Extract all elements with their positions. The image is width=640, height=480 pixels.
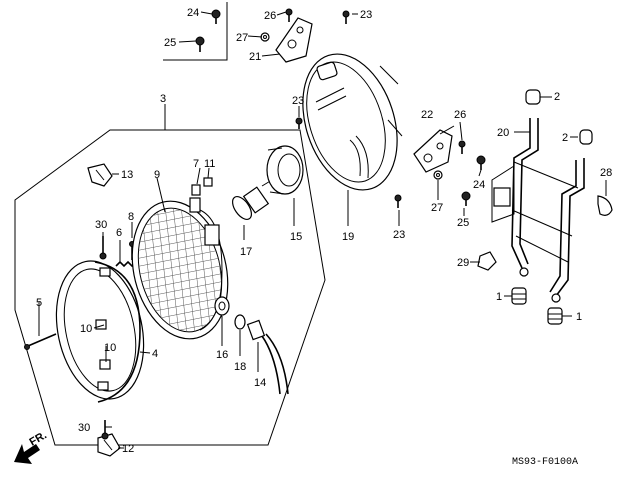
callout-11: 11 bbox=[204, 158, 215, 170]
bolt-26-left bbox=[285, 8, 293, 22]
lens-grid-line bbox=[129, 255, 231, 277]
clip-upper bbox=[87, 163, 113, 187]
stay-grommet-top-left bbox=[525, 89, 541, 105]
callout-10: 10 bbox=[80, 323, 92, 335]
lens-grid-line bbox=[187, 199, 205, 341]
headlight-bulb bbox=[231, 179, 273, 220]
bolt-25-right bbox=[461, 191, 471, 206]
callout-20: 20 bbox=[497, 127, 509, 139]
socket-harness bbox=[246, 319, 289, 395]
stay-grommet-top-right bbox=[579, 129, 593, 145]
callout-2: 2 bbox=[562, 132, 568, 144]
bolt-24-right bbox=[476, 155, 486, 170]
callout-27: 27 bbox=[236, 32, 248, 44]
case-bolt-middle bbox=[295, 117, 303, 129]
callout-28: 28 bbox=[600, 167, 612, 179]
callout-13: 13 bbox=[121, 169, 133, 181]
callout-12: 12 bbox=[122, 443, 134, 455]
case-bolt-upper bbox=[342, 10, 350, 24]
callout-4: 4 bbox=[152, 348, 158, 360]
headlight-case bbox=[302, 53, 403, 191]
cable-clamp bbox=[597, 195, 613, 216]
collar-27-right bbox=[433, 170, 443, 180]
callout-2: 2 bbox=[554, 91, 560, 103]
screw-upper bbox=[99, 236, 107, 260]
headlight-unit-outline bbox=[14, 104, 326, 446]
callout-23: 23 bbox=[360, 9, 372, 21]
callout-7: 7 bbox=[193, 158, 199, 170]
leader-lines bbox=[38, 11, 607, 449]
clip-lower bbox=[97, 433, 121, 457]
lens-grid-line bbox=[179, 199, 197, 341]
case-bolt-lower bbox=[394, 194, 402, 208]
rim-nut bbox=[95, 319, 111, 370]
callout-18: 18 bbox=[234, 361, 246, 373]
callout-29: 29 bbox=[457, 257, 469, 269]
callout-30: 30 bbox=[78, 422, 90, 434]
callout-25: 25 bbox=[164, 37, 176, 49]
callout-17: 17 bbox=[240, 246, 252, 258]
callout-19: 19 bbox=[342, 231, 354, 243]
bolt-bracket-box bbox=[163, 2, 228, 61]
right-mount-plate bbox=[413, 129, 453, 173]
screw-lower bbox=[101, 420, 109, 440]
callout-25: 25 bbox=[457, 217, 469, 229]
dust-cover bbox=[266, 145, 304, 195]
stay-grommet-lower-left bbox=[511, 287, 527, 305]
lens-grid-line bbox=[129, 199, 231, 205]
rim-screw bbox=[24, 333, 57, 350]
callout-10: 10 bbox=[104, 342, 116, 354]
bolt-25-left bbox=[195, 36, 205, 52]
diagram-code: MS93-F0100A bbox=[512, 457, 578, 468]
headlight-rim bbox=[55, 260, 145, 403]
callout-5: 5 bbox=[36, 297, 42, 309]
left-mount-plate bbox=[275, 17, 313, 63]
callout-1: 1 bbox=[576, 311, 582, 323]
grommet bbox=[214, 296, 230, 316]
lens-grid-line bbox=[129, 263, 231, 285]
front-direction-arrow: FR. bbox=[14, 429, 49, 464]
callout-24: 24 bbox=[187, 7, 199, 19]
callout-22: 22 bbox=[421, 109, 433, 121]
headlight-lens-unit bbox=[129, 197, 235, 341]
callout-30: 30 bbox=[95, 219, 107, 231]
lens-grid-line bbox=[163, 199, 181, 341]
lens-grid-line bbox=[155, 199, 173, 341]
wire-clip bbox=[477, 251, 497, 271]
callout-23: 23 bbox=[292, 95, 304, 107]
callout-6: 6 bbox=[116, 227, 122, 239]
callout-16: 16 bbox=[216, 349, 228, 361]
stay-grommet-lower-right bbox=[547, 307, 563, 325]
callout-27: 27 bbox=[431, 202, 443, 214]
callout-labels: 1122345678910101112131415161718192021222… bbox=[36, 7, 612, 455]
lens-grid-line bbox=[171, 199, 189, 341]
collar-27-left bbox=[260, 32, 270, 42]
callout-21: 21 bbox=[249, 51, 261, 63]
callout-15: 15 bbox=[290, 231, 302, 243]
callout-26: 26 bbox=[264, 10, 276, 22]
callout-26: 26 bbox=[454, 109, 466, 121]
callout-24: 24 bbox=[473, 179, 485, 191]
lens-grid-line bbox=[129, 271, 231, 293]
bolt-26-right bbox=[458, 140, 466, 154]
callout-8: 8 bbox=[128, 211, 134, 223]
callout-14: 14 bbox=[254, 377, 266, 389]
callout-23: 23 bbox=[393, 229, 405, 241]
lens-grid-line bbox=[129, 247, 231, 269]
position-bulb bbox=[191, 184, 201, 196]
bolt-24-left bbox=[211, 9, 221, 24]
headlight-stay bbox=[491, 118, 585, 303]
callout-1: 1 bbox=[496, 291, 502, 303]
position-light-bulb bbox=[234, 314, 246, 330]
callout-3: 3 bbox=[160, 93, 166, 105]
callout-9: 9 bbox=[154, 169, 160, 181]
direction-label: FR. bbox=[28, 429, 49, 448]
bulb-socket bbox=[203, 177, 213, 187]
